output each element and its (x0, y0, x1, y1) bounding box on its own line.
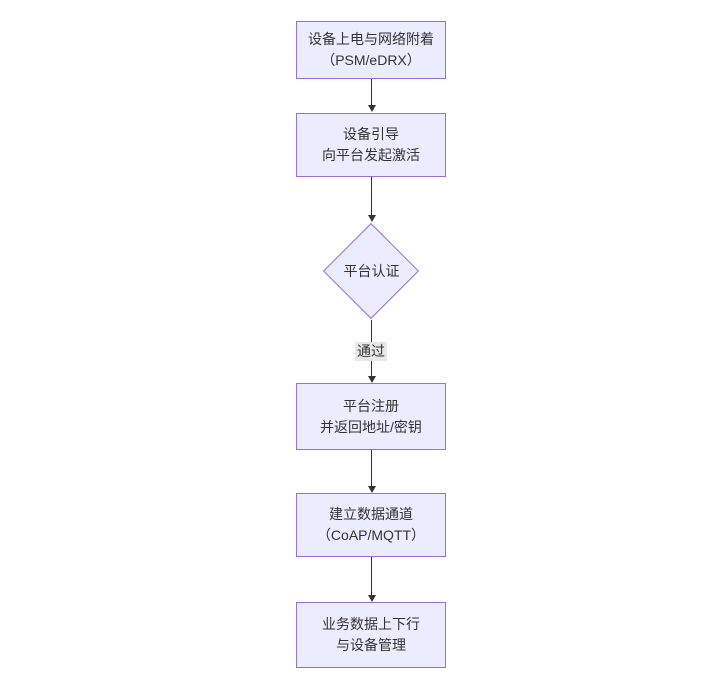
flow-arrow-down-icon (367, 79, 376, 112)
flow-arrow-down-icon (367, 177, 376, 222)
node-label-line: （CoAP/MQTT） (316, 527, 426, 543)
node-label-line: 建立数据通道 (329, 506, 413, 522)
node-label-line: 向平台发起激活 (322, 147, 420, 163)
edge-label-pass: 通过 (355, 342, 387, 361)
node-label-line: 与设备管理 (336, 637, 406, 653)
flow-arrow-down-icon (367, 450, 376, 493)
flow-arrow-down-icon (367, 557, 376, 602)
flow-node-register: 平台注册 并返回地址/密钥 (296, 383, 446, 450)
node-label-line: 平台注册 (343, 397, 399, 414)
node-label-line: 设备引导 (343, 126, 399, 142)
flow-node-platform-auth: 平台认证 (343, 263, 400, 279)
node-label-line: 并返回地址/密钥 (320, 418, 422, 435)
node-label-line: 业务数据上下行 (322, 616, 420, 632)
flow-node-bootstrap: 设备引导 向平台发起激活 (296, 113, 446, 177)
node-label-line: 设备上电与网络附着 (308, 31, 434, 47)
flow-node-business-data: 业务数据上下行 与设备管理 (296, 602, 446, 668)
flow-node-data-channel: 建立数据通道 （CoAP/MQTT） (296, 493, 446, 557)
flow-node-power-attach: 设备上电与网络附着 （PSM/eDRX） (296, 21, 446, 79)
node-label-line: （PSM/eDRX） (321, 52, 421, 68)
